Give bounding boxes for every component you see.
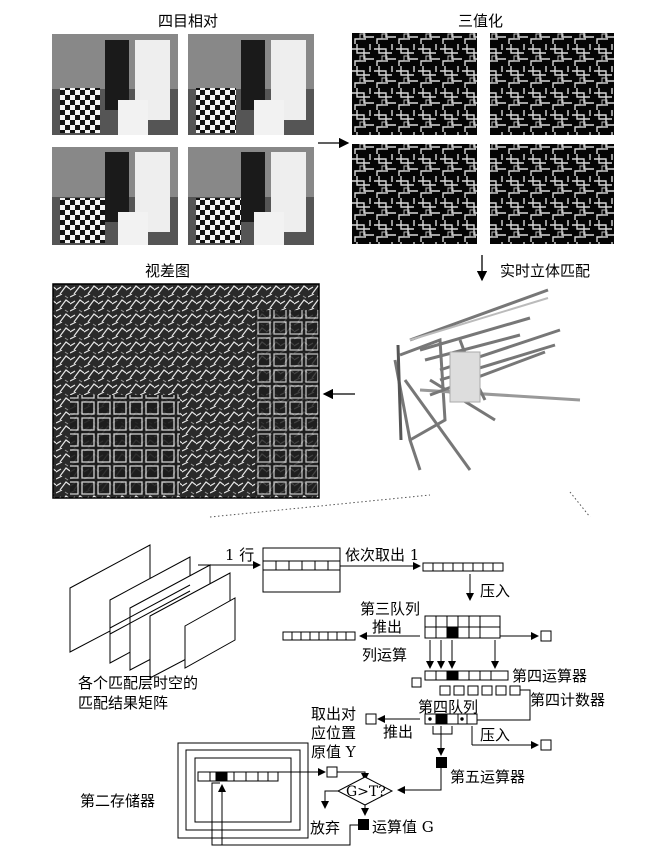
second-storage [177, 742, 309, 839]
four-view-label: 四目相对 [158, 12, 218, 30]
take-corr-cell [365, 713, 377, 725]
fourth-queue [424, 713, 468, 725]
value-g-cell [358, 819, 369, 830]
four-view-photo-1 [52, 34, 178, 135]
divider-left [209, 494, 431, 518]
row-1-label: 1 行 [225, 546, 254, 564]
writeback-line [211, 782, 358, 846]
ternary-images [352, 33, 614, 244]
matrix-label-line1: 各个匹配层时空的 [78, 674, 198, 692]
push-out-2-label: 推出 [383, 723, 413, 741]
take-corr-label-line1: 取出对 [311, 705, 356, 723]
third-queue-output-cell [540, 630, 552, 642]
four-view-photo-2 [188, 34, 314, 135]
counter-feedback-arrow [469, 689, 531, 724]
column-op-arrows [426, 640, 499, 669]
matching-matrix-planes [69, 544, 236, 679]
strip-1 [422, 562, 504, 572]
ternary-label: 三值化 [458, 12, 503, 30]
row-buffer [262, 547, 341, 593]
fourth-calc-strip [424, 670, 509, 681]
disparity-label: 视差图 [145, 262, 190, 280]
arrow-to-compare [397, 768, 442, 794]
compare-label: G>T? [346, 784, 386, 800]
fourth-queue-entry-cell [466, 713, 478, 725]
second-storage-label: 第二存储器 [80, 792, 155, 810]
disparity-map [52, 283, 320, 499]
push-in-2-cell [540, 739, 552, 751]
realtime-match-label: 实时立体匹配 [500, 262, 590, 280]
fifth-calc-label: 第五运算器 [450, 768, 525, 786]
take-out-1-label: 依次取出 1 [345, 546, 419, 564]
fourth-counter-label: 第四计数器 [530, 691, 605, 709]
third-queue [424, 615, 501, 639]
arrow-discard [321, 790, 338, 809]
push-out-1-label: 推出 [372, 618, 402, 636]
four-view-photos [52, 34, 314, 245]
ternary-image-4 [490, 144, 614, 244]
take-corr-label-line2: 应位置 [311, 724, 356, 742]
ternary-image-3 [352, 144, 477, 244]
four-view-photo-3 [52, 147, 178, 245]
calc-value-label: 运算值 G [372, 818, 434, 836]
push-out-2-bracket [432, 726, 453, 735]
fourth-queue-label: 第四队列 [418, 698, 478, 716]
take-corr-label-line3: 原值 Y [311, 743, 357, 761]
ternary-image-1 [352, 33, 477, 135]
divider-right [569, 491, 591, 518]
ternary-image-2 [490, 33, 614, 135]
matching-3d-structure [393, 288, 581, 471]
strip-discard [282, 631, 356, 641]
matrix-label-line2: 匹配结果矩阵 [78, 694, 168, 712]
third-queue-label: 第三队列 [360, 600, 420, 618]
push-in-1-label: 压入 [480, 582, 510, 600]
column-op-label: 列运算 [362, 646, 407, 664]
fifth-calc-cell [436, 757, 447, 768]
discard-label: 放弃 [310, 819, 340, 837]
push-in-2-label: 压入 [480, 726, 510, 744]
four-view-photo-4 [188, 147, 314, 245]
fourth-counter-cells [411, 677, 521, 696]
value-y-cell [326, 766, 338, 778]
fourth-calc-label: 第四运算器 [512, 667, 587, 685]
